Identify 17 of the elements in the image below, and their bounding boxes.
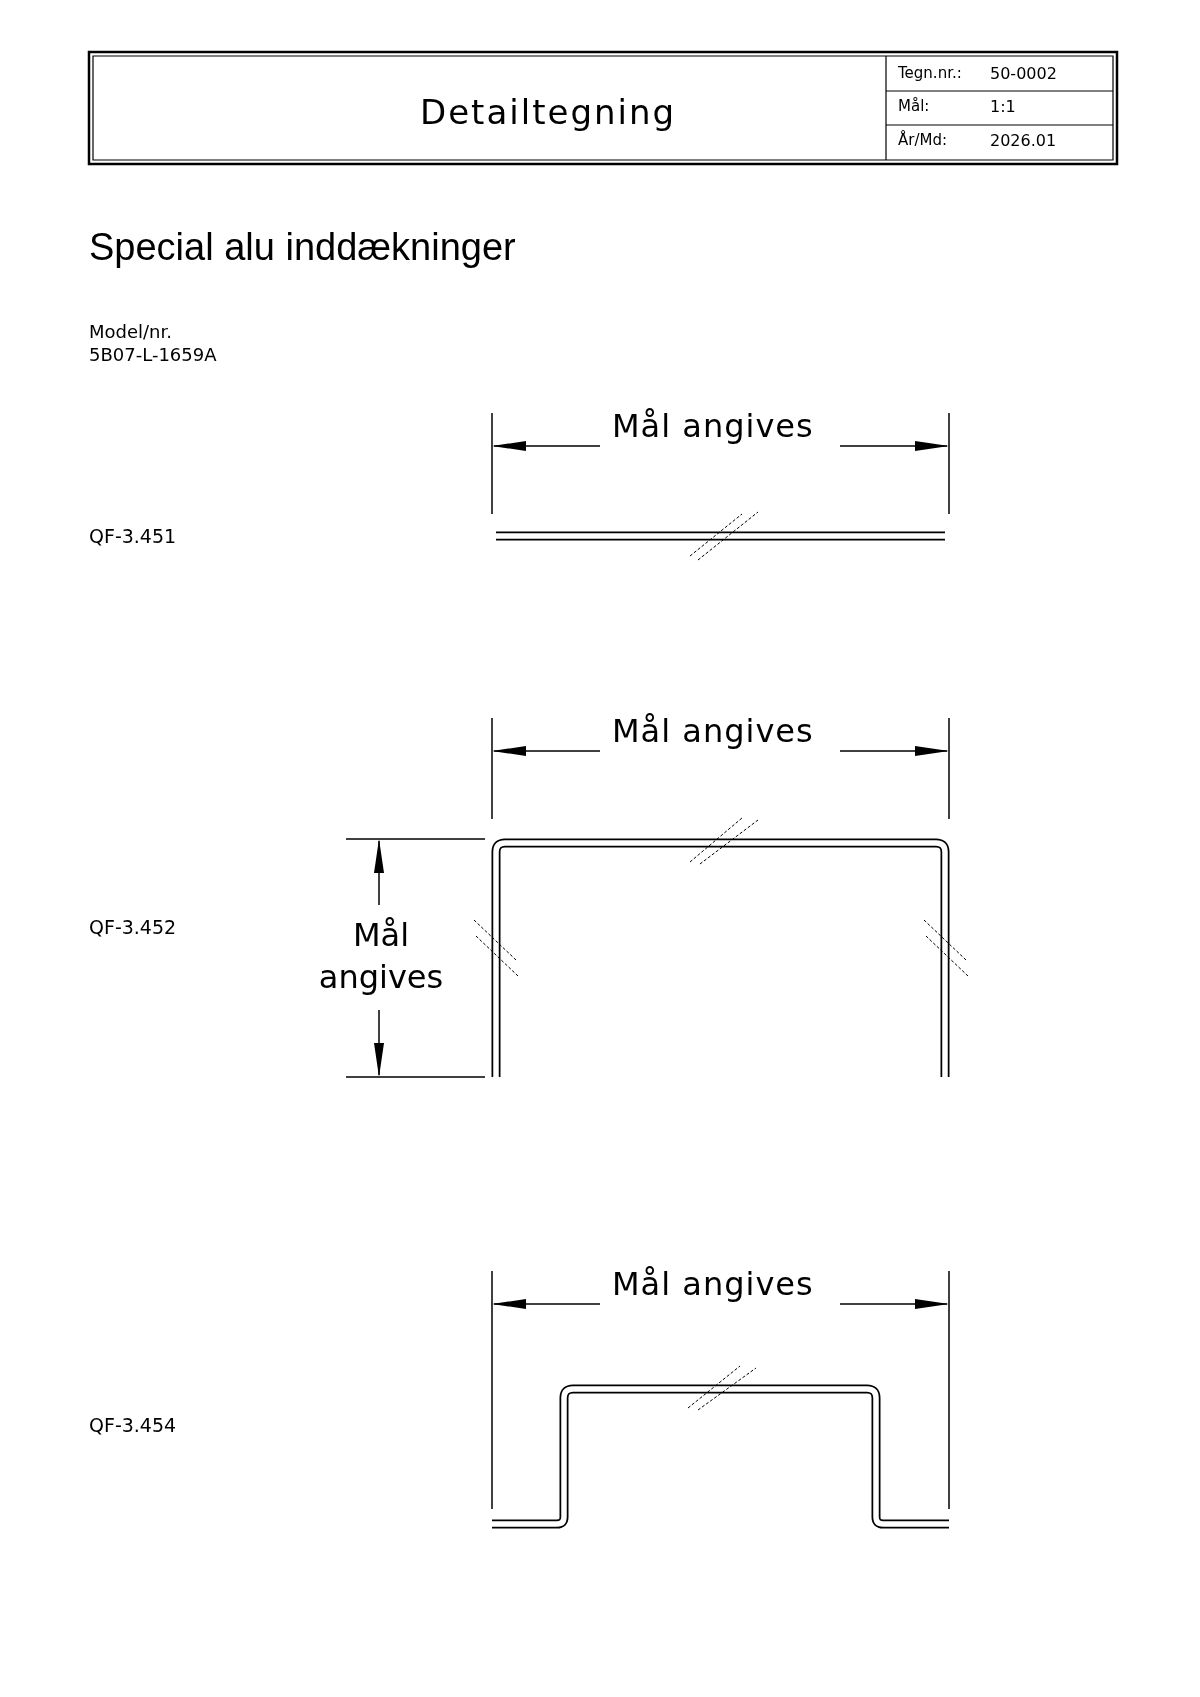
sheet-title: Detailtegning <box>420 94 677 132</box>
drawing-number: 50-0002 <box>990 65 1057 83</box>
model-number: 5B07-L-1659A <box>89 345 217 365</box>
field-label: Mål: <box>898 98 930 115</box>
scale-value: 1:1 <box>990 98 1016 116</box>
date-value: 2026.01 <box>990 132 1057 150</box>
model-label: Model/nr. <box>89 322 172 342</box>
dimension-label: Mål angives <box>317 915 445 998</box>
part-number: QF-3.451 <box>89 526 177 547</box>
dimension-label: Mål angives <box>612 713 814 749</box>
part-number: QF-3.452 <box>89 917 177 938</box>
drawing-title: Special alu inddækninger <box>89 227 516 269</box>
dimension-label: Mål angives <box>612 408 814 444</box>
dimension-label: Mål angives <box>612 1266 814 1302</box>
field-label: Tegn.nr.: <box>898 65 962 82</box>
field-label: År/Md: <box>898 132 947 149</box>
part-number: QF-3.454 <box>89 1415 177 1436</box>
